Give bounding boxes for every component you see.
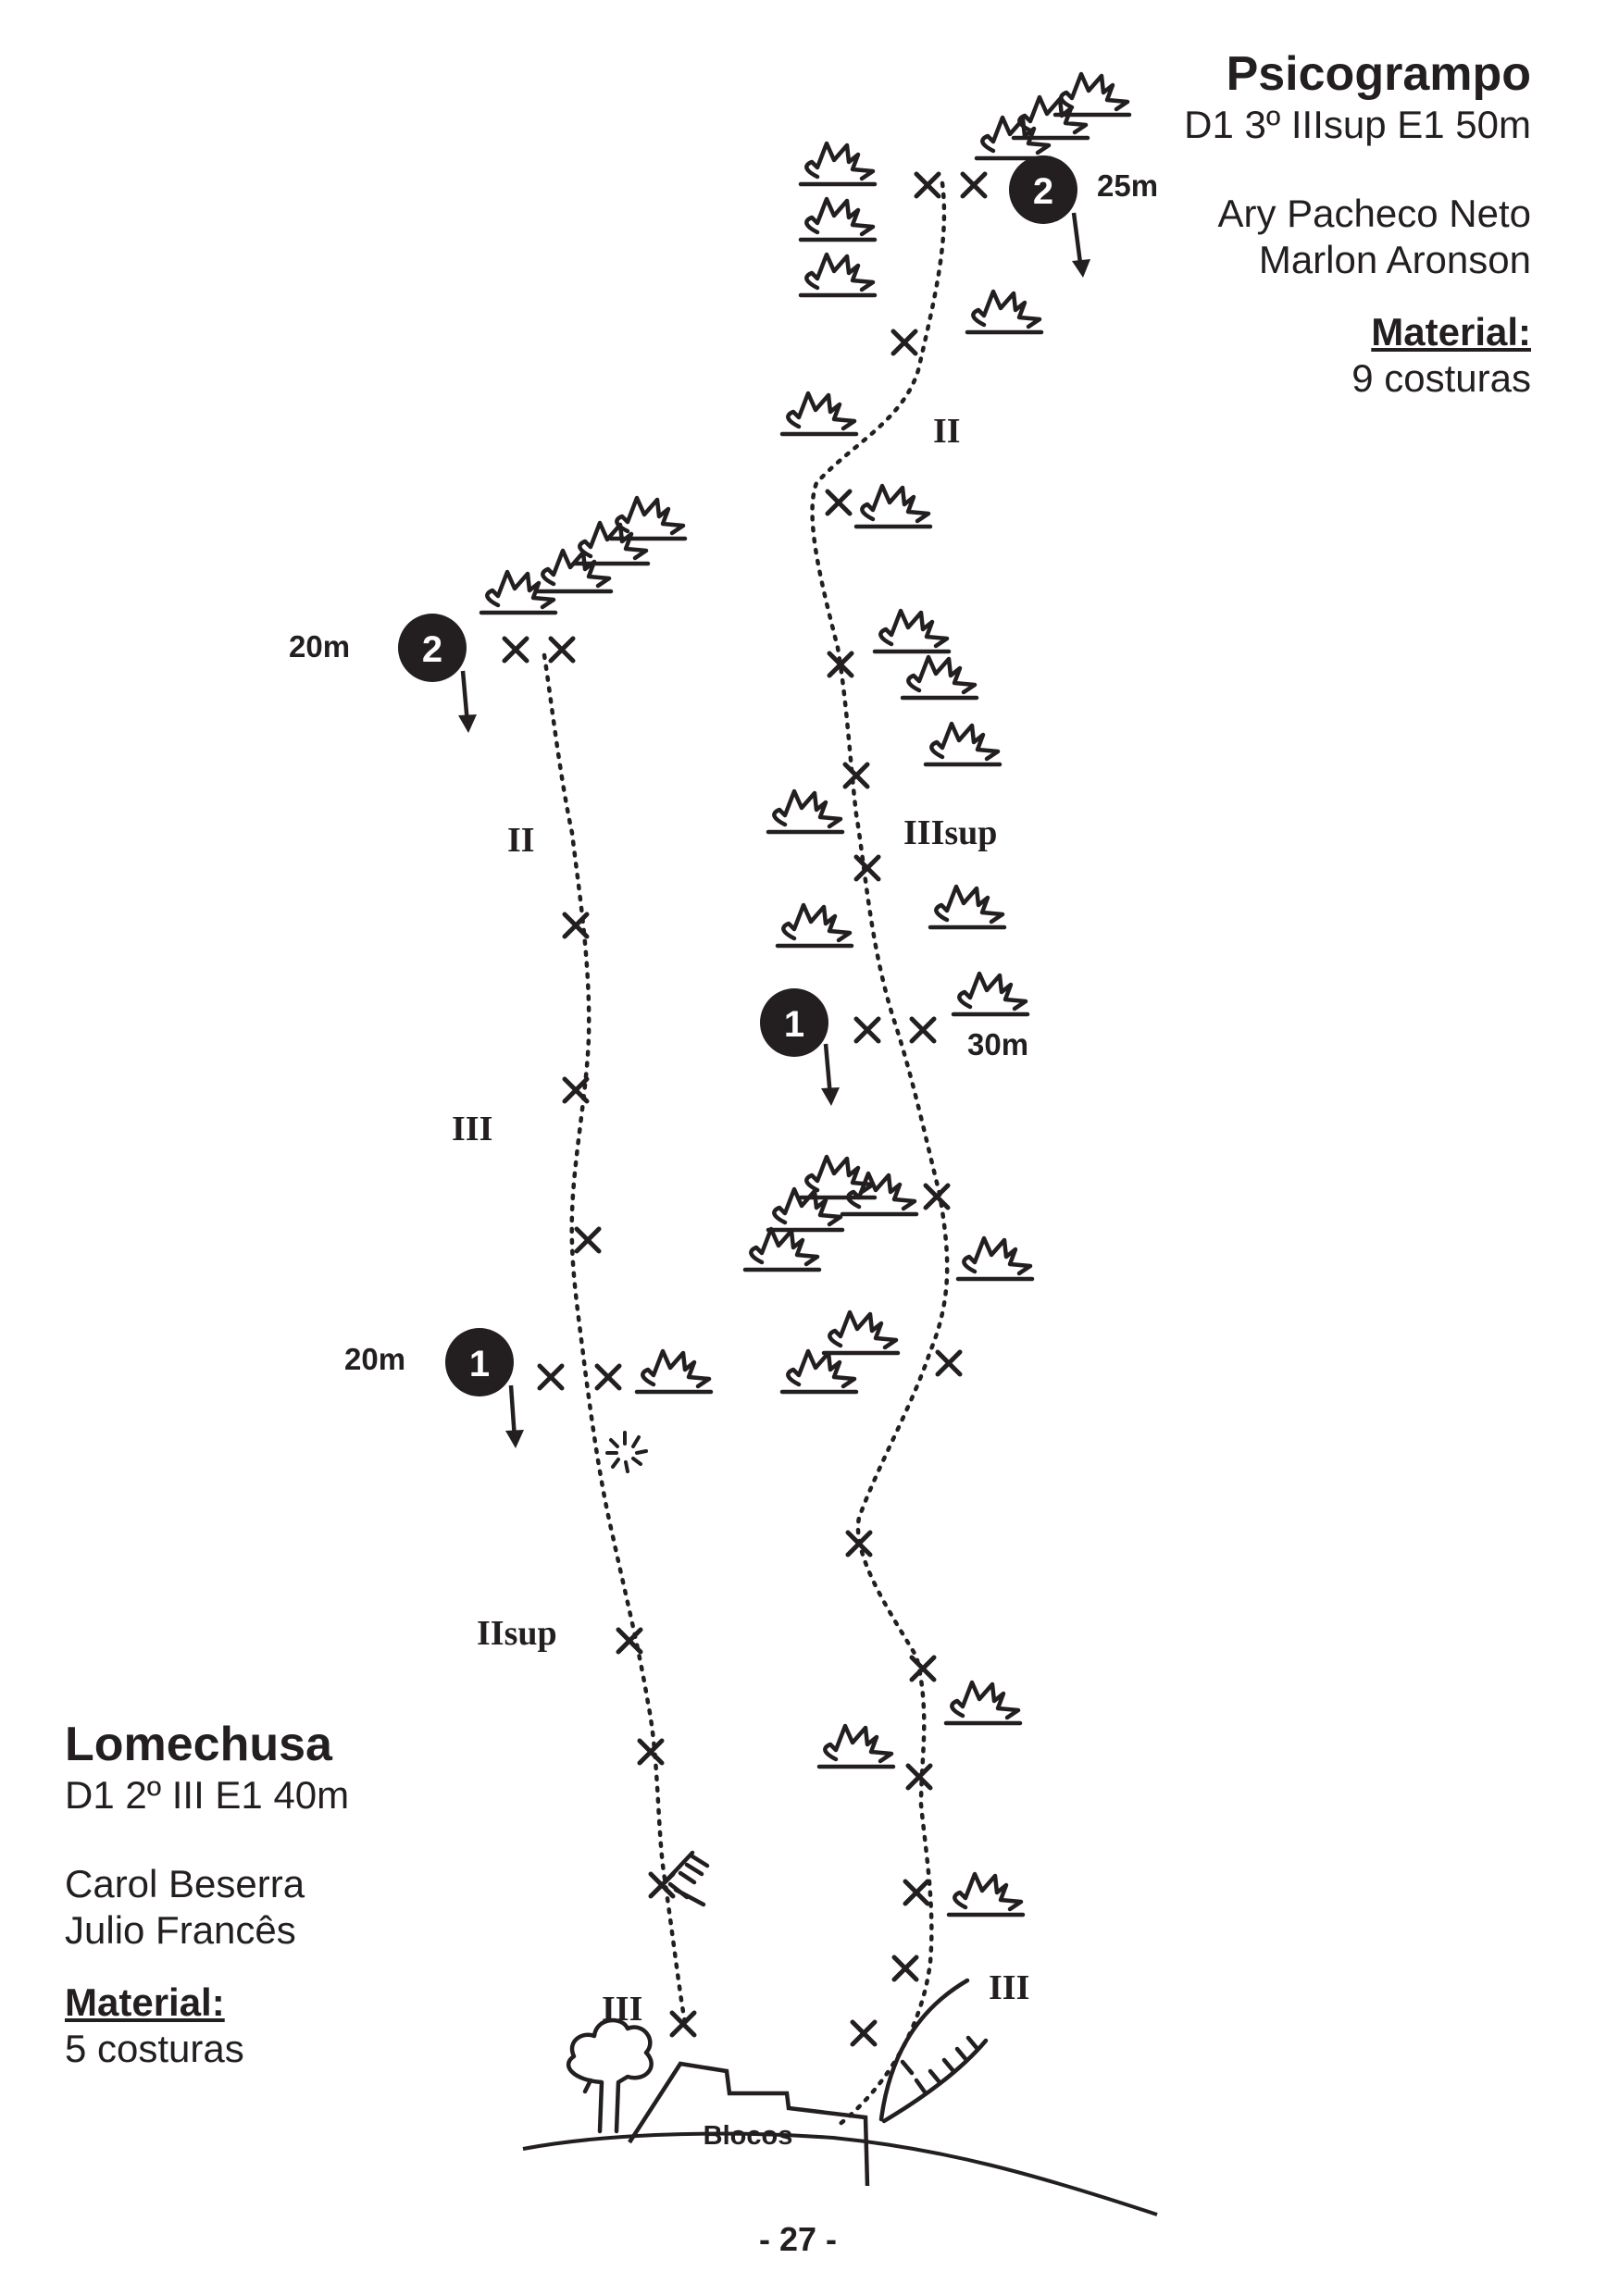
- svg-text:25m: 25m: [1097, 168, 1158, 203]
- material-value: 5 costuras: [65, 2027, 244, 2070]
- route-author: Ary Pacheco Neto: [1217, 192, 1531, 235]
- material-heading: Material:: [65, 1980, 225, 2024]
- psicogrampo-bolts: [828, 174, 985, 2044]
- psicogrampo-belay-1: 1 30m: [760, 988, 1028, 1106]
- svg-text:1: 1: [784, 1004, 804, 1045]
- psicogrampo-grades: II IIIsup III: [903, 412, 1029, 2007]
- psicogrampo-info: Psicogrampo D1 3º IIIsup E1 50m Ary Pach…: [1184, 46, 1531, 402]
- ground-line: [522, 2131, 1158, 2216]
- page-number: - 27 -: [759, 2220, 837, 2258]
- route-name: Psicogrampo: [1226, 47, 1531, 101]
- boulders-blocos: [628, 2061, 870, 2187]
- grade-label: IIIsup: [903, 813, 997, 852]
- route-author: Marlon Aronson: [1258, 238, 1531, 281]
- base-label: Blocos: [704, 2121, 793, 2151]
- route-grade: D1 2º III E1 40m: [65, 1773, 350, 1817]
- svg-text:20m: 20m: [289, 629, 350, 664]
- loose-block-icon: [605, 1431, 648, 1473]
- route-name: Lomechusa: [65, 1718, 332, 1771]
- route-author: Julio Francês: [65, 1908, 296, 1952]
- svg-text:1: 1: [469, 1344, 490, 1384]
- lomechusa-belay-1: 1 20m: [344, 1328, 524, 1448]
- grade-label: III: [989, 1968, 1029, 2007]
- lomechusa-route-line: [542, 652, 688, 2025]
- lomechusa-info: Lomechusa D1 2º III E1 40m Carol Beserra…: [65, 1717, 349, 2072]
- route-grade: D1 3º IIIsup E1 50m: [1184, 103, 1531, 146]
- psicogrampo-route-line: [810, 180, 950, 2128]
- svg-text:2: 2: [1033, 171, 1053, 212]
- grade-label: II: [933, 412, 961, 451]
- lomechusa-belay-2: 2 20m: [289, 614, 477, 733]
- grade-label: III: [452, 1110, 492, 1148]
- svg-text:30m: 30m: [967, 1027, 1028, 1061]
- grade-label: IIsup: [477, 1614, 557, 1653]
- svg-text:2: 2: [422, 629, 442, 670]
- psicogrampo-belay-2: 2 25m: [1009, 155, 1158, 278]
- lomechusa-grades: II III IIsup III: [452, 821, 642, 2029]
- svg-text:20m: 20m: [344, 1342, 405, 1376]
- dihedral-feature: [878, 1978, 989, 2124]
- grade-label: III: [602, 1990, 642, 2029]
- route-author: Carol Beserra: [65, 1862, 305, 1905]
- grade-label: II: [507, 821, 535, 860]
- material-heading: Material:: [1371, 310, 1531, 354]
- material-value: 9 costuras: [1351, 356, 1531, 400]
- tree-icon: [567, 2017, 654, 2134]
